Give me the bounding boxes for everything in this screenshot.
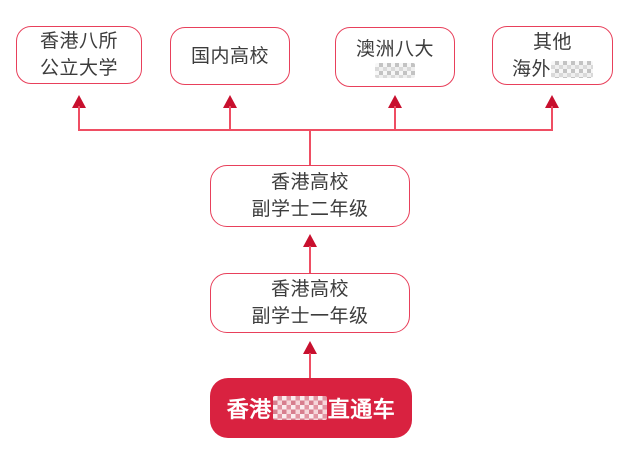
node-text-suffix: 直通车 xyxy=(327,397,396,422)
arrowhead-throughtrain-to-year1 xyxy=(303,341,317,354)
connector-to-mainland xyxy=(229,106,231,131)
node-hk-eight-public-universities: 香港八所 公立大学 xyxy=(16,26,142,84)
connector-to-hk-public xyxy=(78,106,80,131)
arrowhead-to-hk-public xyxy=(72,95,86,108)
connector-throughtrain-to-year1 xyxy=(309,353,311,379)
node-text-line1: 香港高校 xyxy=(270,172,349,193)
node-mainland-universities: 国内高校 xyxy=(170,27,290,85)
arrowhead-to-overseas xyxy=(545,95,559,108)
node-text-line1: 香港高校 xyxy=(270,279,349,300)
node-associate-degree-year1: 香港高校 副学士一年级 xyxy=(210,273,410,333)
node-text-line2-prefix: 海外 xyxy=(511,58,551,80)
connector-to-overseas xyxy=(551,106,553,131)
connector-year1-to-year2 xyxy=(309,246,311,274)
arrowhead-year1-to-year2 xyxy=(303,234,317,247)
redacted-text-block xyxy=(272,396,327,420)
arrowhead-to-australia xyxy=(388,95,402,108)
node-text-prefix: 香港 xyxy=(226,397,272,422)
arrowhead-to-mainland xyxy=(223,95,237,108)
node-text-line2 xyxy=(375,63,415,78)
node-hk-through-train: 香港 直通车 xyxy=(210,378,412,438)
connector-bus-to-year2 xyxy=(309,129,311,166)
node-text-line1: 澳洲八大 xyxy=(355,39,434,60)
node-other-overseas-universities: 其他 海外 xyxy=(492,26,613,85)
connector-to-australia xyxy=(394,106,396,131)
connector-horizontal-bus xyxy=(78,129,553,131)
node-text-line2: 副学士二年级 xyxy=(251,199,369,220)
node-text-line2: 海外 xyxy=(512,56,593,83)
node-australia-group-of-eight: 澳洲八大 xyxy=(335,27,455,87)
redacted-text-block xyxy=(375,63,415,78)
node-text-line1: 国内高校 xyxy=(190,45,269,67)
node-associate-degree-year2: 香港高校 副学士二年级 xyxy=(210,165,410,227)
node-text-line1: 其他 xyxy=(532,31,572,53)
node-text-line2: 副学士一年级 xyxy=(251,306,369,327)
node-text-line1: 香港八所 xyxy=(39,31,118,52)
redacted-text-block xyxy=(551,60,593,78)
node-text-line2: 公立大学 xyxy=(39,58,118,79)
